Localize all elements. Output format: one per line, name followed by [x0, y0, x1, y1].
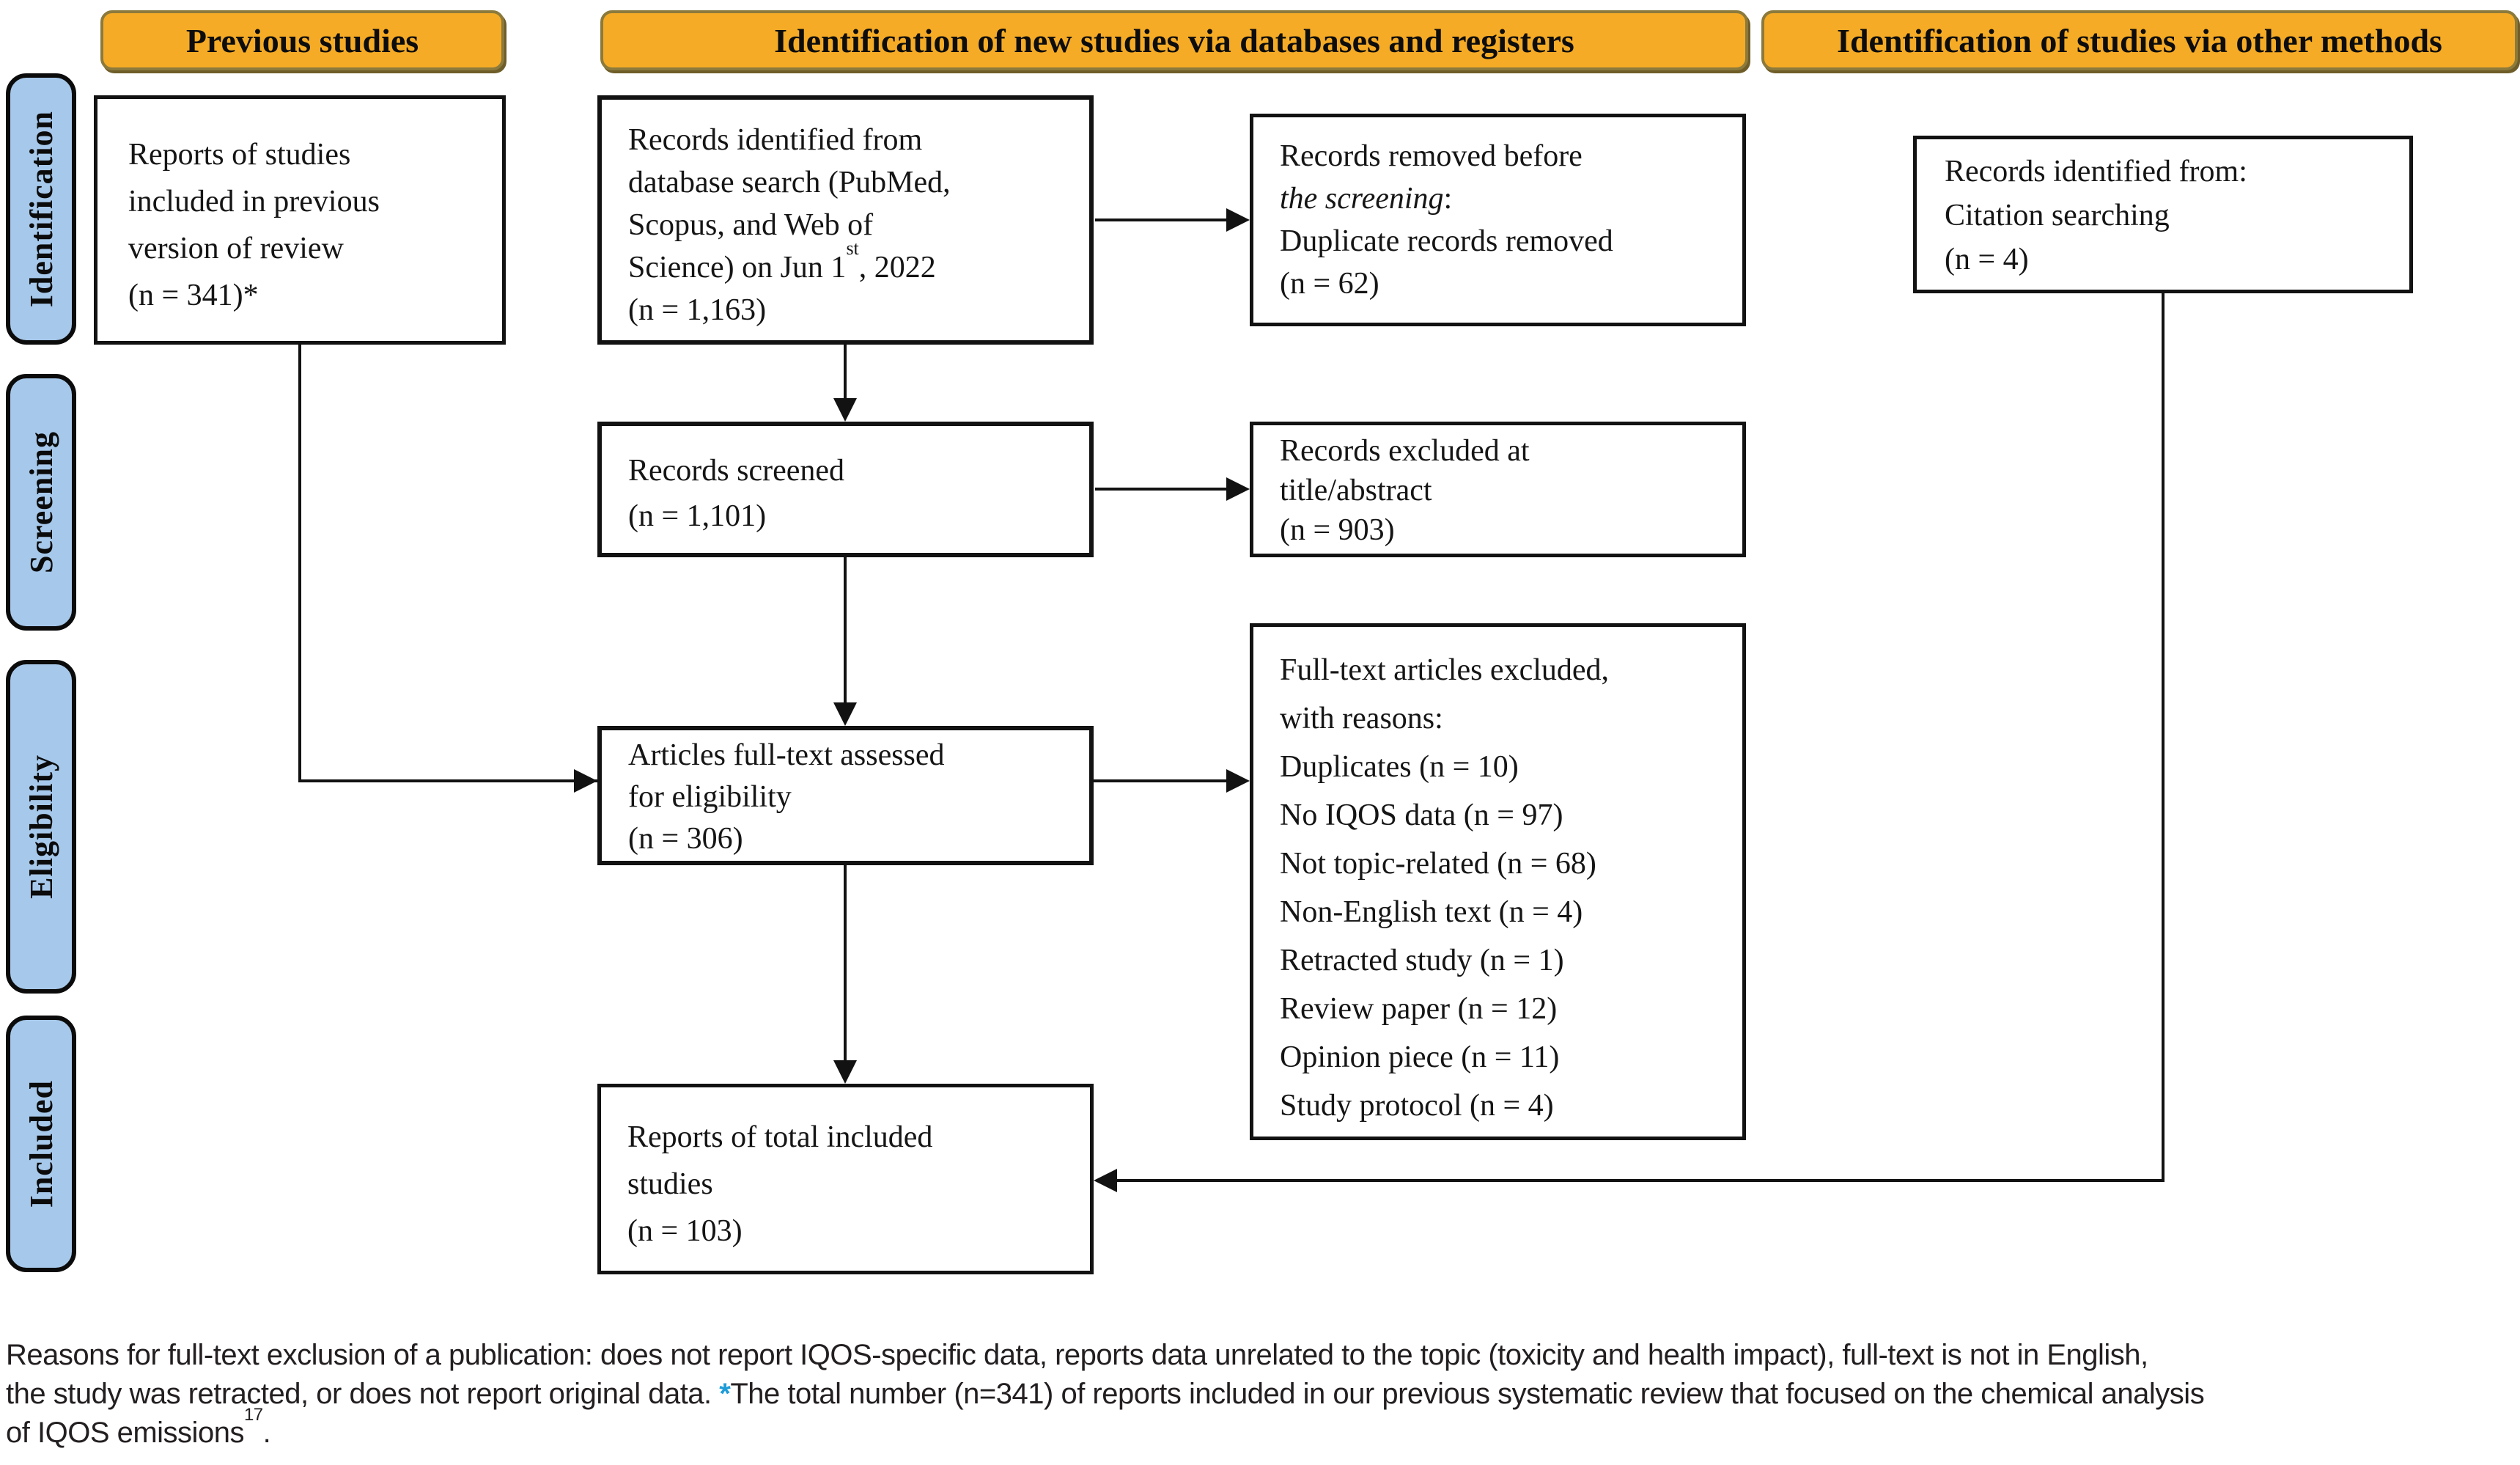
footnote-asterisk: * [719, 1378, 731, 1410]
colon: : [1443, 182, 1453, 216]
box-line: Duplicate records removed [1280, 224, 1613, 258]
italic-phrase: the screening [1280, 182, 1444, 216]
arrow-screened-to-excluded-head [1226, 477, 1250, 501]
box-line: (n = 103) [627, 1214, 743, 1248]
box-line: Citation searching [1945, 199, 2170, 232]
box-line: for eligibility [628, 780, 792, 814]
caption-text: . [262, 1417, 271, 1449]
box-records-identified: Records identified from database search … [597, 95, 1094, 345]
box-line: with reasons: [1280, 702, 1443, 735]
stage-label-eligibility: Eligibility [23, 754, 59, 899]
stage-tab-included: Included [6, 1016, 76, 1272]
caption-line-3: of IQOS emissions17. [6, 1406, 2516, 1453]
header-new-studies-databases: Identification of new studies via databa… [600, 10, 1748, 70]
arrow-identified-to-removed-head [1226, 208, 1250, 232]
box-line: (n = 1,163) [628, 293, 767, 327]
box-line: Scopus, and Web of [628, 208, 874, 242]
header-previous-studies: Previous studies [100, 10, 504, 70]
caption-text: of IQOS emissions [6, 1417, 244, 1449]
box-line: Science) on Jun 1st, 2022 [628, 239, 1083, 289]
date-text: Science) on Jun 1 [628, 251, 847, 284]
box-line: Records identified from [628, 123, 923, 157]
arrow-identified-to-screened-head [833, 398, 857, 422]
box-line: (n = 4) [1945, 243, 2029, 276]
stage-tab-eligibility: Eligibility [6, 660, 76, 994]
exclusion-reason: No IQOS data (n = 97) [1280, 798, 1563, 832]
caption-text: The total number (n=341) of reports incl… [730, 1378, 2205, 1410]
box-line: Articles full-text assessed [628, 738, 945, 772]
ordinal-superscript: st [846, 238, 859, 259]
box-line: Reports of studies [128, 138, 351, 172]
figure-caption: Reasons for full-text exclusion of a pub… [6, 1336, 2516, 1453]
arrow-citation-to-included-head [1094, 1169, 1117, 1192]
box-line: Records screened [628, 454, 845, 488]
caption-text: the study was retracted, or does not rep… [6, 1378, 720, 1410]
arrow-previous-to-assessed-head [574, 769, 597, 793]
box-line: (n = 903) [1280, 513, 1395, 547]
box-line: (n = 1,101) [628, 499, 767, 533]
box-fulltext-assessed: Articles full-text assessed for eligibil… [597, 726, 1094, 865]
exclusion-reason: Duplicates (n = 10) [1280, 750, 1519, 784]
arrow-screened-to-assessed-head [833, 702, 857, 726]
exclusion-reason: Review paper (n = 12) [1280, 992, 1558, 1026]
box-line: Records removed before [1280, 139, 1583, 173]
stage-tab-screening: Screening [6, 374, 76, 631]
box-line: version of review [128, 232, 344, 265]
arrow-assessed-to-fulltext-excluded-head [1226, 769, 1250, 793]
exclusion-reason: Not topic-related (n = 68) [1280, 847, 1596, 881]
box-records-screened: Records screened (n = 1,101) [597, 422, 1094, 557]
box-records-removed: Records removed before the screening: Du… [1250, 114, 1746, 326]
box-line: Records identified from: [1945, 155, 2247, 188]
box-line: studies [627, 1167, 713, 1201]
stage-label-identification: Identification [23, 110, 59, 308]
box-line: (n = 306) [628, 822, 743, 856]
stage-tab-identification: Identification [6, 73, 76, 345]
exclusion-reason: Opinion piece (n = 11) [1280, 1040, 1560, 1074]
stage-label-screening: Screening [23, 431, 59, 573]
arrow-previous-to-assessed-line [298, 345, 1229, 782]
box-fulltext-excluded: Full-text articles excluded, with reason… [1250, 623, 1746, 1140]
box-line: Reports of total included [627, 1120, 933, 1154]
stage-label-included: Included [23, 1079, 59, 1208]
box-line: Records excluded at [1280, 434, 1530, 468]
box-previous-reports: Reports of studies included in previous … [94, 95, 506, 345]
header-other-methods: Identification of studies via other meth… [1761, 10, 2518, 70]
date-year: , 2022 [858, 251, 936, 284]
box-citation-searching: Records identified from: Citation search… [1913, 136, 2413, 293]
caption-line-2: the study was retracted, or does not rep… [6, 1375, 2516, 1414]
box-line: (n = 62) [1280, 267, 1379, 301]
exclusion-reason: Study protocol (n = 4) [1280, 1089, 1554, 1123]
box-line: database search (PubMed, [628, 166, 951, 199]
box-line: title/abstract [1280, 474, 1432, 507]
box-line: the screening: [1280, 177, 1736, 220]
caption-line-1: Reasons for full-text exclusion of a pub… [6, 1339, 2148, 1371]
exclusion-reason: Non-English text (n = 4) [1280, 895, 1583, 929]
arrow-assessed-to-included-head [833, 1060, 857, 1084]
box-records-excluded: Records excluded at title/abstract (n = … [1250, 422, 1746, 557]
box-total-included: Reports of total included studies (n = 1… [597, 1084, 1094, 1274]
box-line: (n = 341)* [128, 279, 259, 312]
box-line: included in previous [128, 185, 380, 219]
box-line: Full-text articles excluded, [1280, 653, 1610, 687]
reference-superscript: 17 [243, 1404, 263, 1425]
exclusion-reason: Retracted study (n = 1) [1280, 944, 1564, 977]
